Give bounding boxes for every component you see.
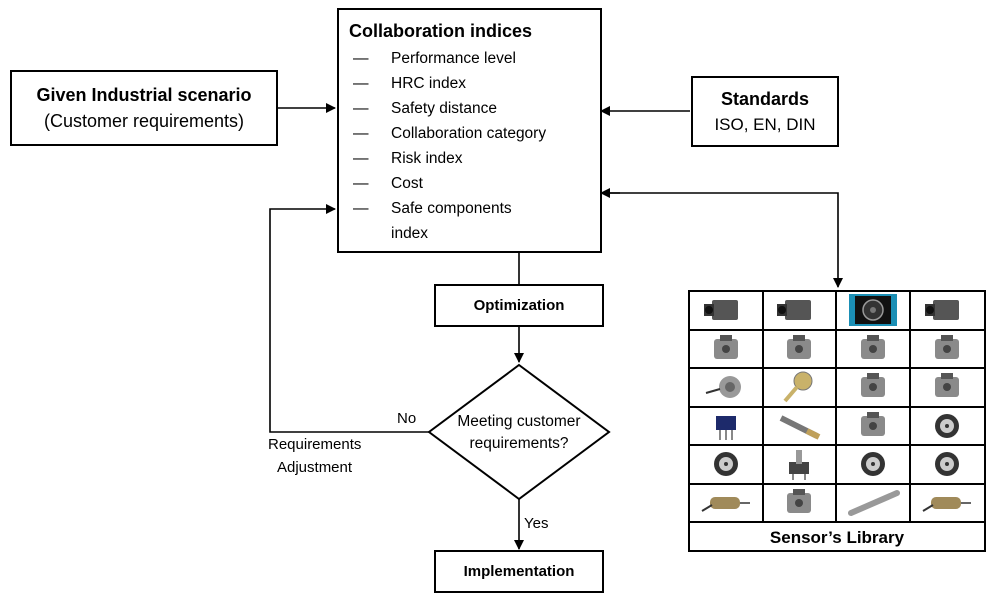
- adjust-label-line-1: Requirements: [268, 436, 362, 453]
- sensor-library-cell: [690, 369, 764, 408]
- encoder-icon: [935, 413, 960, 438]
- arrow-indices-to-library: [601, 192, 843, 288]
- standards-box: Standards ISO, EN, DIN: [691, 76, 839, 147]
- indices-item: HRC index: [349, 71, 590, 96]
- sensor-library-cell: [910, 408, 984, 446]
- sensor-library-cell: [690, 330, 764, 369]
- indices-item: Safe components index: [349, 196, 541, 246]
- sensor-icon: [787, 334, 812, 359]
- standards-title: Standards: [720, 88, 810, 109]
- sensor-library-cell: [763, 369, 837, 408]
- standards-subtitle: ISO, EN, DIN: [714, 114, 816, 134]
- scenario-subtitle: (Customer requirements): [43, 111, 245, 131]
- camera-lens-icon: [848, 294, 897, 327]
- sensor-library-cell: [763, 407, 837, 446]
- probe-sensor-icon: [779, 415, 821, 440]
- sensor-library-cell: [763, 484, 837, 523]
- sensor-icon: [860, 373, 885, 398]
- sensor-library-cell: [763, 292, 837, 331]
- sensor-library-cell: [837, 446, 911, 485]
- sensor-library-cell: [910, 485, 984, 523]
- sensor-library-cell: [910, 369, 984, 408]
- sensor-icon: [713, 334, 738, 359]
- sensor-library-cell: [837, 292, 911, 331]
- indices-item: Cost: [349, 171, 590, 196]
- scenario-box: Given Industrial scenario (Customer requ…: [10, 70, 278, 146]
- indices-item: Risk index: [349, 146, 590, 171]
- adjust-label-line-2: Adjustment: [277, 459, 353, 476]
- camera-icon: [925, 300, 960, 321]
- encoder-icon: [860, 452, 885, 477]
- sensor-library-cell: [690, 484, 764, 523]
- indices-list: Performance levelHRC indexSafety distanc…: [349, 46, 590, 246]
- indices-item: Safety distance: [349, 96, 590, 121]
- potentiometer-icon: [789, 450, 810, 481]
- camera-icon: [777, 300, 812, 321]
- sensor-library-cell: [690, 292, 764, 331]
- optimization-box: Optimization: [434, 284, 604, 327]
- motor-icon: [701, 496, 750, 512]
- decision-line-1: Meeting customer: [457, 413, 581, 430]
- scenario-title: Given Industrial scenario: [36, 85, 252, 105]
- implementation-box: Implementation: [434, 550, 604, 593]
- sensor-icon: [860, 334, 885, 359]
- sensor-library-cell: [837, 407, 911, 446]
- sensor-icon: [935, 373, 960, 398]
- encoder-icon: [713, 452, 738, 477]
- sensor-library-cell: [763, 330, 837, 369]
- indices-item: Performance level: [349, 46, 590, 71]
- optimization-label: Optimization: [473, 297, 565, 314]
- load-cell-icon: [705, 376, 741, 399]
- sensor-library-cell: [690, 407, 764, 446]
- sensor-icon: [860, 411, 885, 436]
- camera-icon: [703, 300, 738, 321]
- sensor-library-grid: [688, 290, 986, 552]
- sensor-library-cell: [837, 484, 911, 523]
- linear-sensor-icon: [847, 489, 900, 516]
- indices-title: Collaboration indices: [349, 21, 533, 41]
- sensor-icon: [787, 488, 812, 513]
- collaboration-indices-box: Collaboration indices Performance levelH…: [337, 8, 602, 253]
- sensor-library-cell: [837, 369, 911, 408]
- sensor-library-cell: [910, 292, 984, 331]
- decision-text: Meeting customer requirements?: [434, 410, 604, 456]
- yes-label: Yes: [524, 515, 549, 532]
- sensor-icon: [935, 334, 960, 359]
- force-sensor-icon: [783, 371, 813, 403]
- implementation-label: Implementation: [463, 563, 575, 580]
- motor-icon: [922, 496, 972, 512]
- arrow-no-loop-to-indices: [269, 204, 429, 433]
- sensor-library-cell: [690, 446, 764, 485]
- encoder-icon: [935, 452, 960, 477]
- sensor-library-cell: [837, 330, 911, 369]
- no-label: No: [397, 410, 417, 427]
- sensor-library-cell: [910, 446, 984, 485]
- indices-item: Collaboration category: [349, 121, 590, 146]
- sensor-library-cell: [763, 446, 837, 485]
- decision-line-2: requirements?: [469, 435, 569, 452]
- sensor-library-cell: [910, 331, 984, 369]
- chip-sensor-icon: [715, 415, 736, 440]
- sensor-library-label: Sensor’s Library: [769, 527, 905, 547]
